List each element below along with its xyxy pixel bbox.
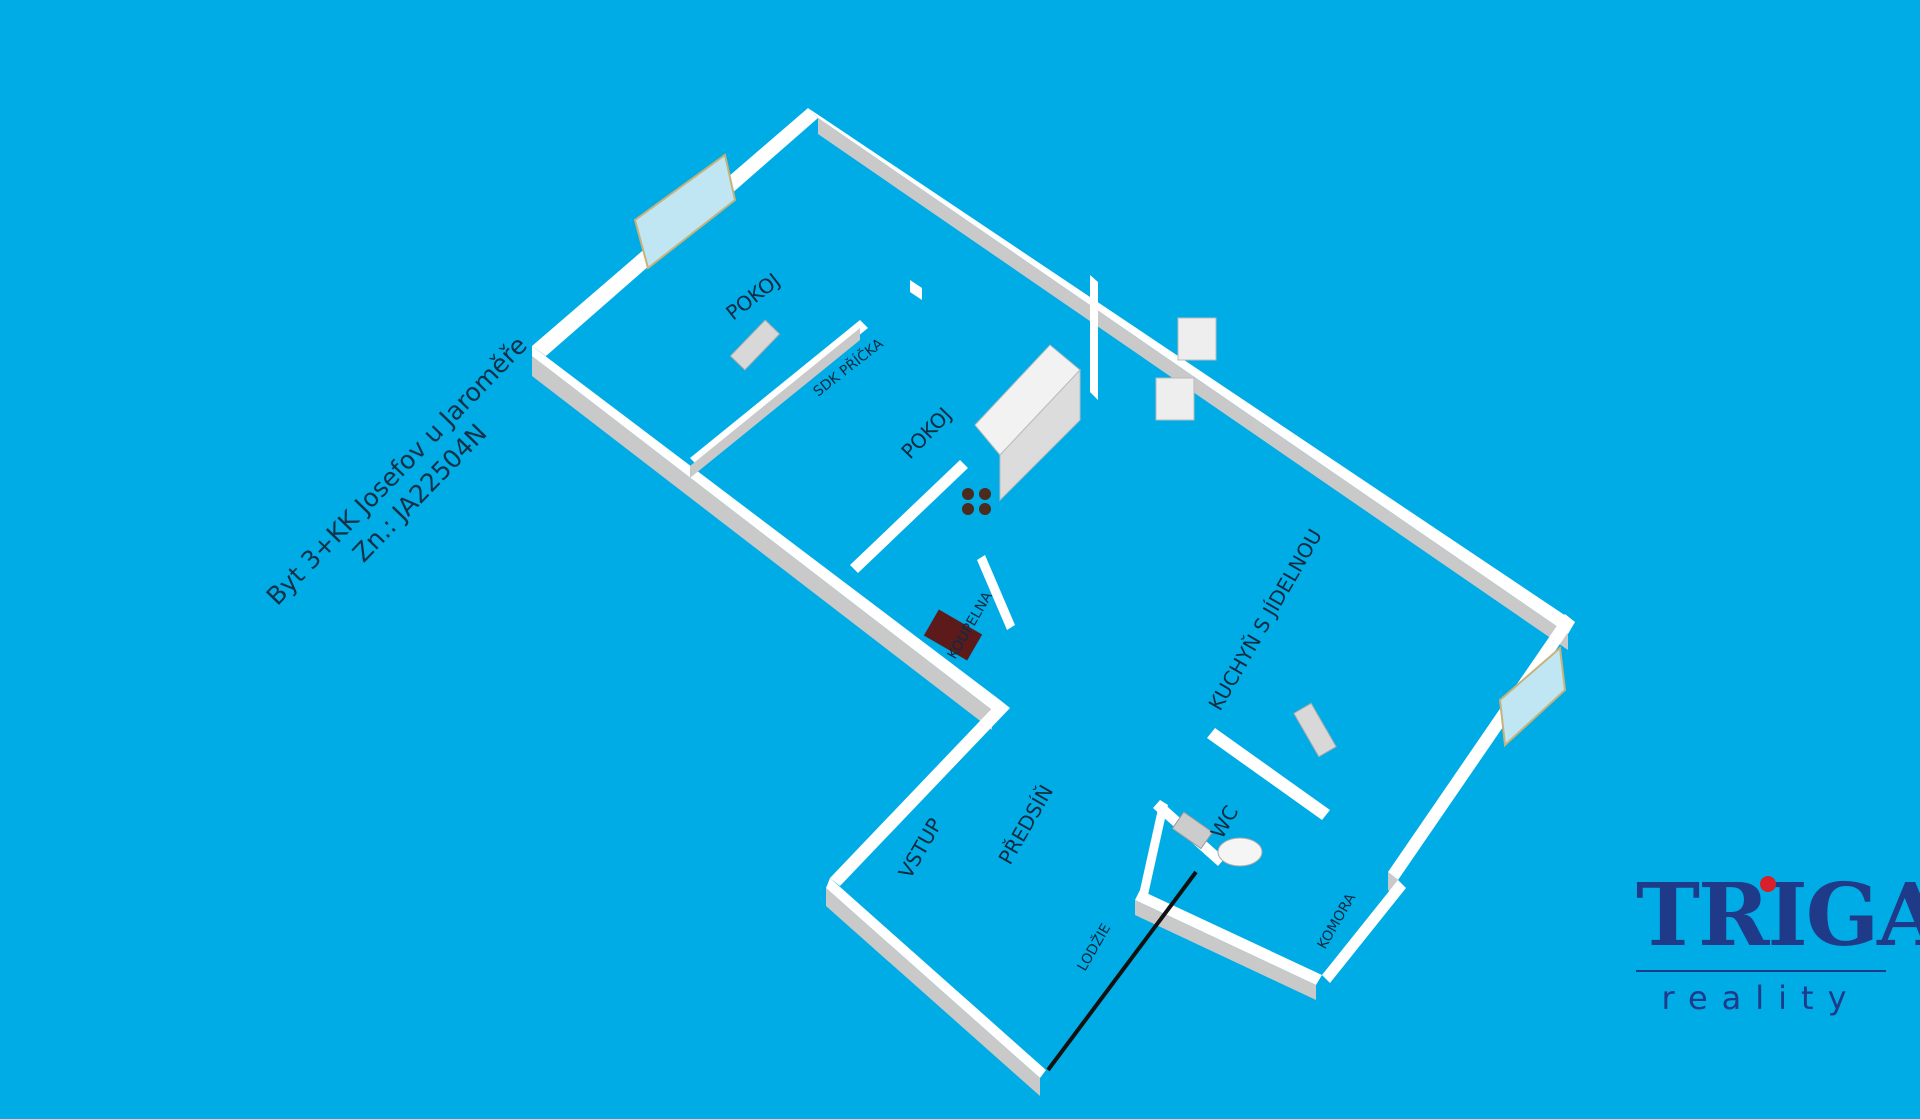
room-label-kuchyn: KUCHYŇ S JÍDELNOU <box>1204 525 1327 715</box>
room-label-pokoj-1: POKOJ <box>721 268 784 325</box>
logo-accent-dot <box>1760 876 1776 892</box>
room-label-wc: WC <box>1206 801 1244 842</box>
room-label-pokoj-2: POKOJ <box>896 403 956 464</box>
room-label-vstup: VSTUP <box>894 814 947 883</box>
logo-name: TRIGA <box>1636 865 1920 966</box>
logo-tagline: reality <box>1661 979 1861 1017</box>
room-label-lodzie: LODŽIE <box>1073 920 1114 974</box>
logo-divider <box>1636 970 1886 972</box>
outer-walls <box>532 108 1575 1096</box>
furniture <box>633 153 1567 867</box>
triga-logo: TRIGA reality <box>1636 865 1920 1017</box>
room-label-predsin: PŘEDSÍŇ <box>994 781 1059 869</box>
interior-walls <box>690 275 1225 895</box>
